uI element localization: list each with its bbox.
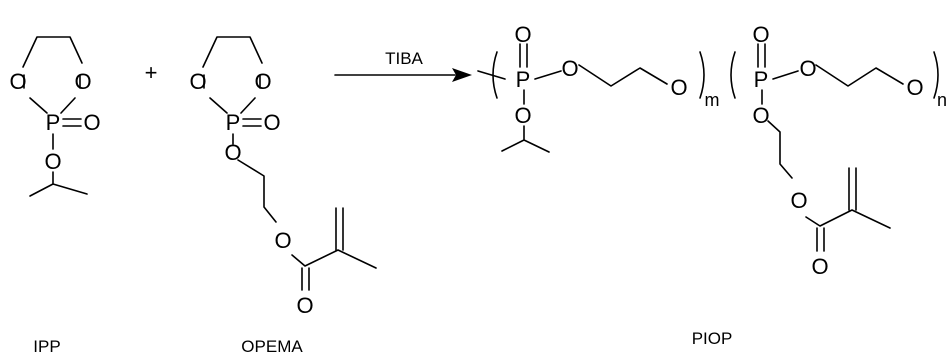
- piop-atom-o-side-2: O: [752, 103, 769, 128]
- piop-atom-o-ester: O: [790, 188, 807, 213]
- ipp-atom-o-ester: O: [44, 149, 61, 174]
- opema-atom-o-link: O: [224, 140, 241, 165]
- opema-ester-bonds: [291, 249, 377, 269]
- piop-atom-o-chain-1: O: [561, 56, 578, 81]
- ipp-structure: O O P O O: [9, 36, 101, 197]
- opema-atom-o-ring-right: O: [254, 69, 271, 94]
- ipp-ring-bonds: [22, 36, 83, 114]
- piop-structure: O P O O O m O P O O O O O n: [477, 22, 946, 279]
- ipp-label: IPP: [33, 337, 60, 356]
- reaction-catalyst: TIBA: [385, 49, 423, 68]
- opema-ring-bonds: [202, 36, 263, 114]
- piop-label: PIOP: [692, 329, 733, 348]
- piop-subscript-m: m: [705, 90, 720, 110]
- piop-isopropyl-bonds: [501, 125, 550, 153]
- piop-atom-o-chain-2: O: [799, 56, 816, 81]
- opema-atom-o-carbonyl: O: [296, 293, 313, 318]
- piop-atom-p-1: P: [516, 67, 531, 92]
- piop-bracket-right-2: [933, 51, 939, 99]
- opema-atom-o-ring-left: O: [189, 69, 206, 94]
- piop-unit2-chain-bonds: [772, 64, 904, 87]
- opema-atom-p: P: [226, 110, 241, 135]
- opema-label: OPEMA: [241, 337, 303, 356]
- piop-unit1-chain-bonds: [534, 64, 668, 87]
- ipp-isopropyl-bonds: [29, 171, 88, 197]
- piop-subscript-n: n: [937, 90, 946, 110]
- piop-end-bond-left: [477, 70, 506, 80]
- opema-linker-bonds: [237, 159, 277, 223]
- reaction-arrow: [334, 68, 472, 82]
- ipp-atom-o-ring-left: O: [9, 69, 26, 94]
- ipp-atom-o-ring-right: O: [74, 69, 91, 94]
- piop-atom-o-top-2: O: [752, 22, 769, 47]
- opema-atom-o-double: O: [263, 110, 280, 135]
- piop-atom-p-2: P: [754, 67, 769, 92]
- piop-side-chain-bonds: [767, 120, 891, 229]
- piop-bracket-left-2: [730, 51, 736, 99]
- piop-atom-o-end-2: O: [906, 75, 923, 100]
- piop-atom-o-top-1: O: [514, 22, 531, 47]
- opema-structure: O O P O O O O: [189, 36, 377, 318]
- ipp-atom-p: P: [46, 110, 61, 135]
- piop-bracket-left-1: [492, 51, 498, 99]
- piop-atom-o-carbonyl: O: [811, 254, 828, 279]
- opema-atom-o-ester: O: [274, 228, 291, 253]
- piop-bracket-right-1: [699, 51, 705, 99]
- ipp-atom-o-double: O: [83, 110, 100, 135]
- plus-sign: +: [145, 60, 158, 85]
- piop-atom-o-side-1: O: [514, 103, 531, 128]
- piop-atom-o-end-1: O: [670, 75, 687, 100]
- reaction-arrow-head: [452, 68, 472, 82]
